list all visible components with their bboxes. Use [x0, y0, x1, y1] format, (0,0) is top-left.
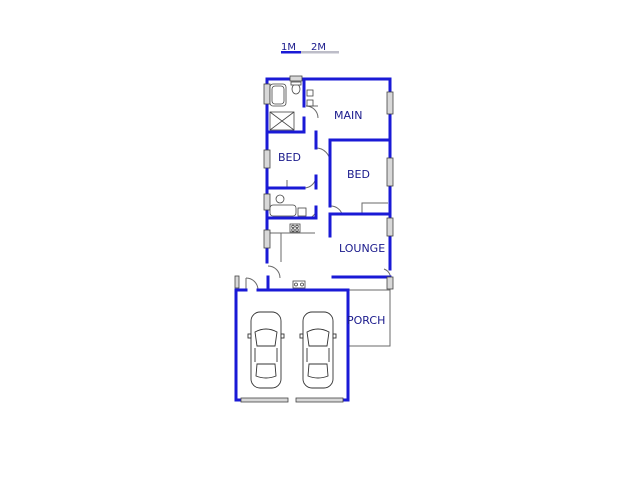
scale-label-1m: 1M: [281, 42, 296, 53]
window-bed1-left: [263, 149, 271, 169]
room-labels: MAIN BED BED LOUNGE PORCH: [278, 109, 385, 327]
windows: [234, 75, 394, 290]
scale-segment-dark: [281, 51, 301, 54]
window-bed2-right: [386, 157, 394, 187]
room-label-bed-1: BED: [278, 151, 301, 164]
room-label-bed-2: BED: [347, 168, 370, 181]
toilet-tank-icon: [290, 81, 302, 86]
car-left-icon: [247, 311, 285, 389]
scale-segment-light: [301, 51, 339, 54]
basin-2-icon: [297, 207, 307, 217]
window-lounge-right: [386, 217, 394, 237]
room-label-main: MAIN: [334, 109, 363, 122]
kitchen-fixtures: [289, 223, 306, 289]
stove-icon: [289, 223, 301, 233]
car-right-icon: [299, 311, 337, 389]
walls: [234, 77, 392, 402]
window-garage-left: [234, 275, 240, 289]
bathroom-fixtures: [269, 81, 314, 217]
window-porch-right: [386, 276, 394, 290]
window-kitchen-left: [263, 229, 271, 249]
window-bath-left: [263, 83, 271, 105]
room-label-porch: PORCH: [347, 314, 385, 327]
window-main-right: [386, 91, 394, 115]
bathtub-2-icon: [269, 204, 297, 217]
sink-icon: [292, 280, 306, 289]
window-bath-top: [289, 75, 303, 82]
scale-bar: 1M 2M: [281, 42, 339, 54]
scale-label-2m: 2M: [311, 42, 326, 53]
window-bath2-left: [263, 193, 271, 211]
basin-icon: [306, 89, 314, 97]
garage-door-left: [240, 397, 289, 403]
garage-door-right: [295, 397, 344, 403]
bathtub-inner-icon: [271, 85, 285, 105]
room-label-lounge: LOUNGE: [339, 242, 385, 255]
basin-icon-2: [306, 99, 314, 107]
toilet-icon: [291, 83, 301, 95]
garage-doors: [240, 397, 344, 403]
toilet-2-icon: [275, 194, 285, 204]
